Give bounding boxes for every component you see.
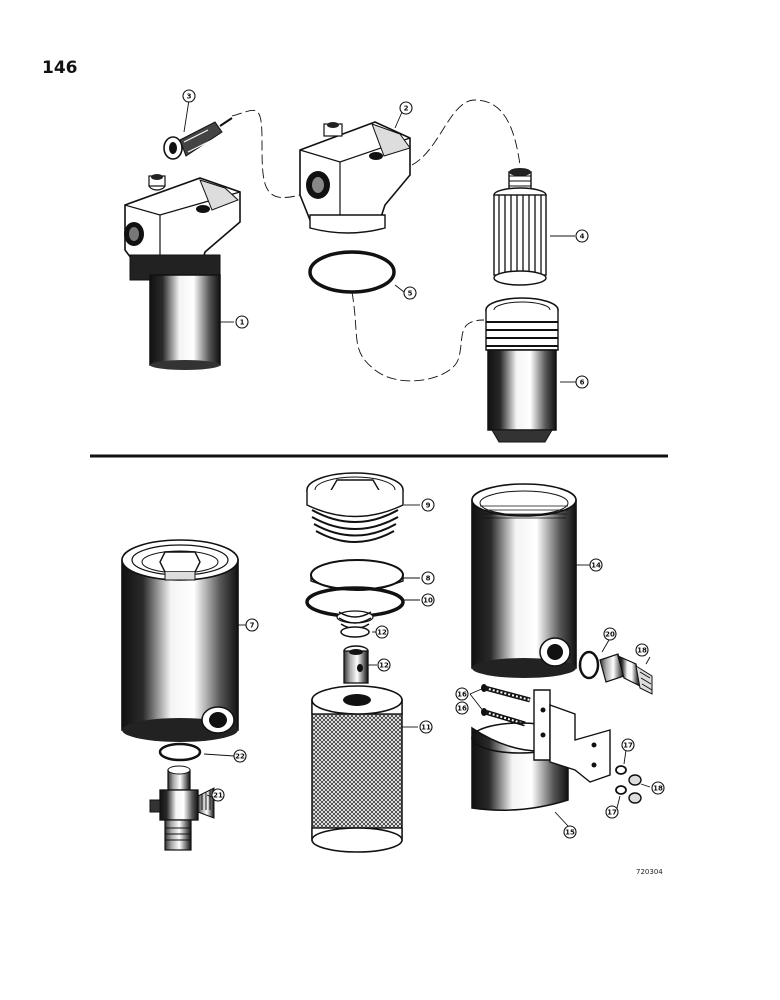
callout-5: 5 [408, 290, 413, 298]
callout-15: 15 [565, 829, 575, 837]
illustration-reference: 720304 [636, 868, 663, 876]
fitting-part [599, 653, 653, 695]
callout-4: 4 [580, 233, 585, 241]
callout-labels: 3 2 1 4 5 6 9 7 8 10 12 12 11 14 20 18 1… [187, 93, 663, 837]
callout-leaders-lower [203, 504, 651, 827]
callout-9: 9 [426, 502, 431, 510]
callout-16-a: 16 [457, 691, 467, 699]
callout-18: 18 [653, 785, 663, 793]
callout-12-a: 12 [377, 629, 387, 637]
callout-16-b: 16 [457, 705, 467, 713]
filter-bowl-part [485, 297, 559, 443]
screen-element-part [311, 685, 403, 853]
callout-21: 21 [213, 792, 223, 800]
leader-lines [231, 99, 521, 382]
o-ring-part [308, 250, 396, 294]
nut-parts [615, 765, 642, 804]
callout-22: 22 [235, 753, 245, 761]
mounting-band-part [471, 689, 611, 811]
callout-17-a: 17 [623, 742, 633, 750]
callout-12-b: 12 [379, 662, 389, 670]
callout-17-b: 17 [607, 809, 617, 817]
callout-11: 11 [421, 724, 431, 732]
restriction-indicator-part [163, 117, 233, 160]
callout-20: 20 [605, 631, 615, 639]
tube-part [343, 645, 369, 684]
housing-part [471, 483, 577, 678]
callout-10: 10 [423, 597, 433, 605]
callout-7: 7 [250, 622, 255, 630]
page-number: 146 [42, 58, 78, 78]
callout-19: 18 [637, 647, 647, 655]
callout-6: 6 [580, 379, 585, 387]
callout-3: 3 [187, 93, 192, 101]
seal-ring-part [310, 559, 404, 591]
cover-cap-part [306, 472, 404, 543]
callout-circles [182, 89, 665, 839]
packing-part [578, 650, 600, 680]
filter-element-part [493, 168, 547, 286]
filter-head-part [299, 121, 411, 234]
filter-assembly-lower-part [121, 539, 239, 742]
callout-leaders-upper [183, 99, 576, 383]
tee-fitting-part [149, 765, 215, 851]
bolt-parts [481, 684, 531, 727]
packing-small-part [158, 742, 202, 762]
spring-seat-part [336, 610, 374, 638]
filter-assembly-part [124, 174, 241, 370]
callout-2: 2 [404, 105, 409, 113]
callout-14: 14 [591, 562, 601, 570]
callout-1: 1 [240, 319, 245, 327]
callout-8: 8 [426, 575, 431, 583]
